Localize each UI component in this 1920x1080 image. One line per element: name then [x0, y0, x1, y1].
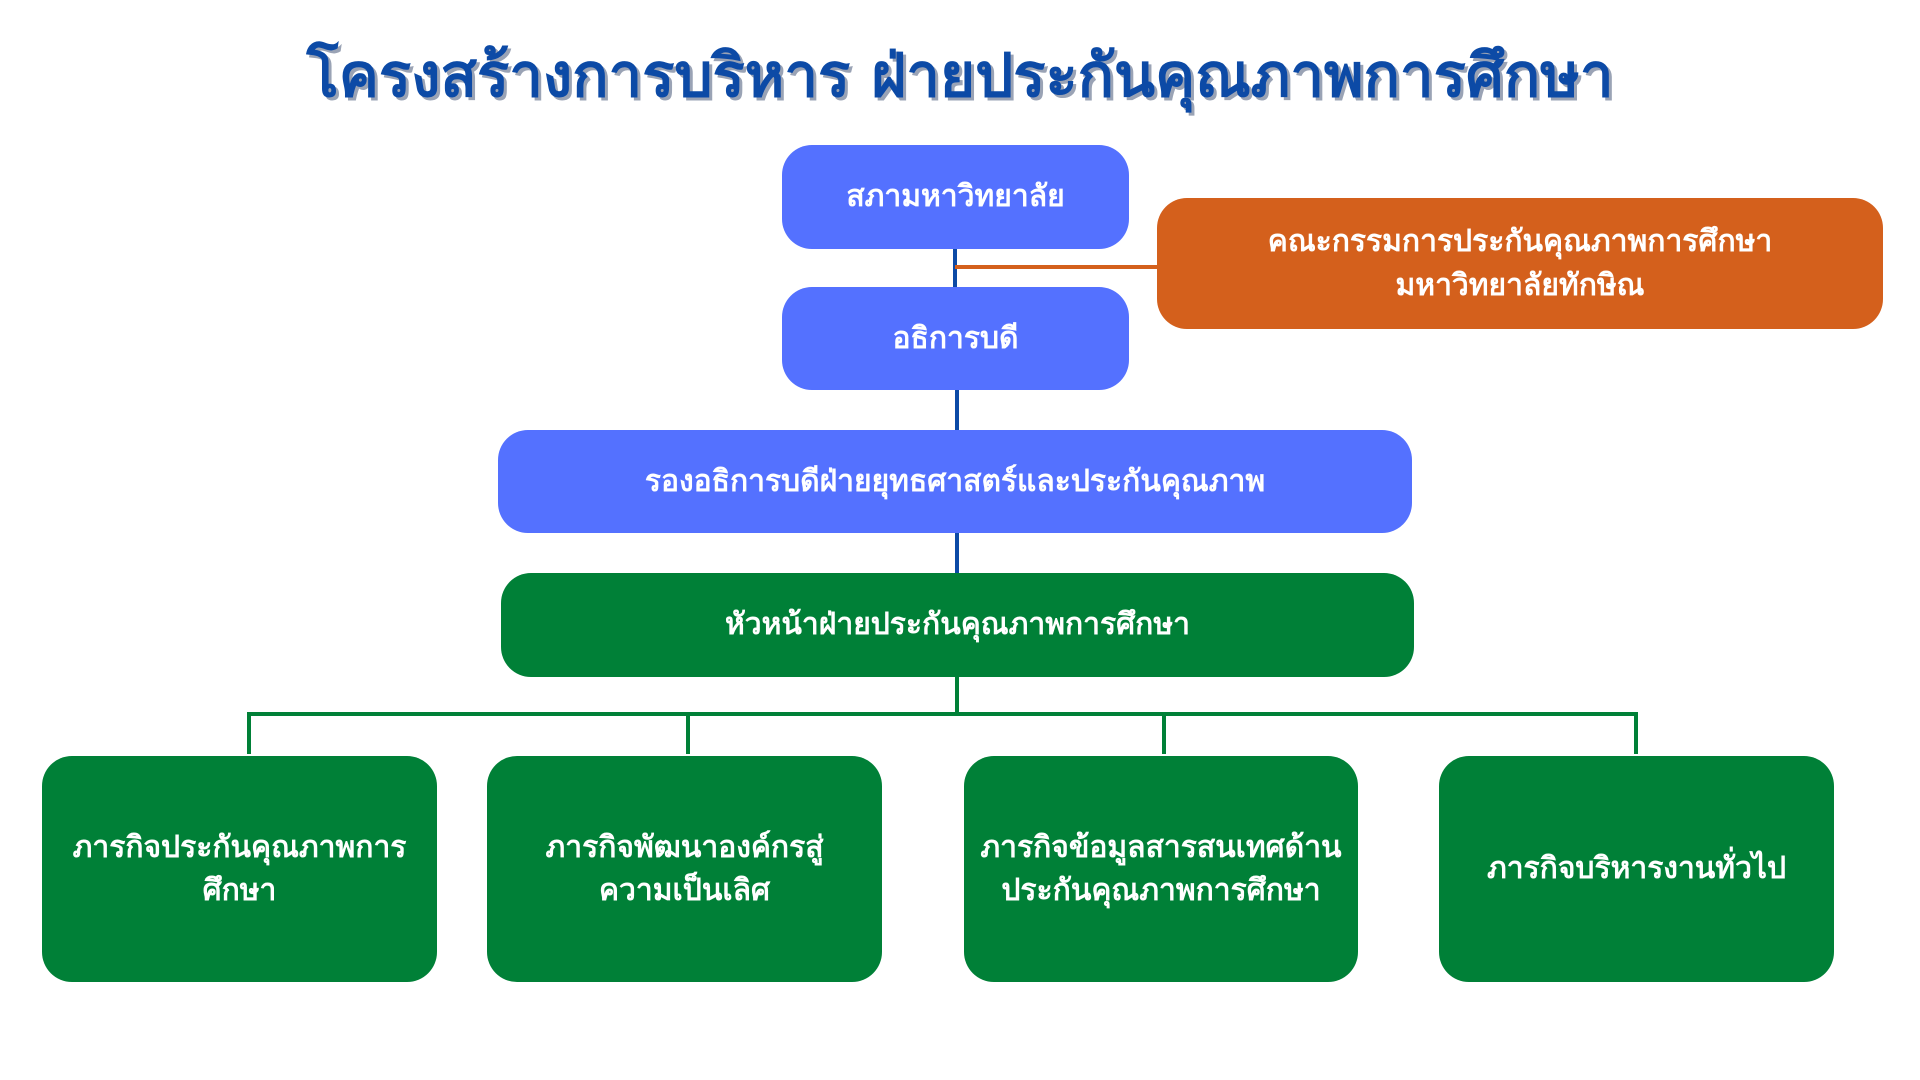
node-council: สภามหาวิทยาลัย: [782, 145, 1129, 249]
node-vice-president: รองอธิการบดีฝ่ายยุทธศาสตร์และประกันคุณภา…: [498, 430, 1412, 533]
connector-mission-3: [1162, 712, 1166, 754]
connector-branch-horizontal: [247, 712, 1638, 716]
node-mission-information: ภารกิจข้อมูลสารสนเทศด้าน ประกันคุณภาพการ…: [964, 756, 1358, 982]
connector-president-vp: [955, 390, 959, 430]
connector-committee: [955, 265, 1157, 269]
node-head: หัวหน้าฝ่ายประกันคุณภาพการศึกษา: [501, 573, 1414, 677]
node-mission-admin: ภารกิจบริหารงานทั่วไป: [1439, 756, 1834, 982]
node-mission-qa: ภารกิจประกันคุณภาพการ ศึกษา: [42, 756, 437, 982]
node-mission-excellence: ภารกิจพัฒนาองค์กรสู่ ความเป็นเลิศ: [487, 756, 882, 982]
connector-mission-2: [686, 712, 690, 754]
connector-head-branch: [955, 677, 959, 716]
connector-council-president: [953, 249, 957, 289]
node-committee: คณะกรรมการประกันคุณภาพการศึกษา มหาวิทยาล…: [1157, 198, 1883, 329]
connector-mission-4: [1634, 712, 1638, 754]
page-title: โครงสร้างการบริหาร ฝ่ายประกันคุณภาพการศึ…: [306, 41, 1614, 111]
node-president: อธิการบดี: [782, 287, 1129, 390]
connector-mission-1: [247, 712, 251, 754]
connector-vp-head: [955, 533, 959, 573]
